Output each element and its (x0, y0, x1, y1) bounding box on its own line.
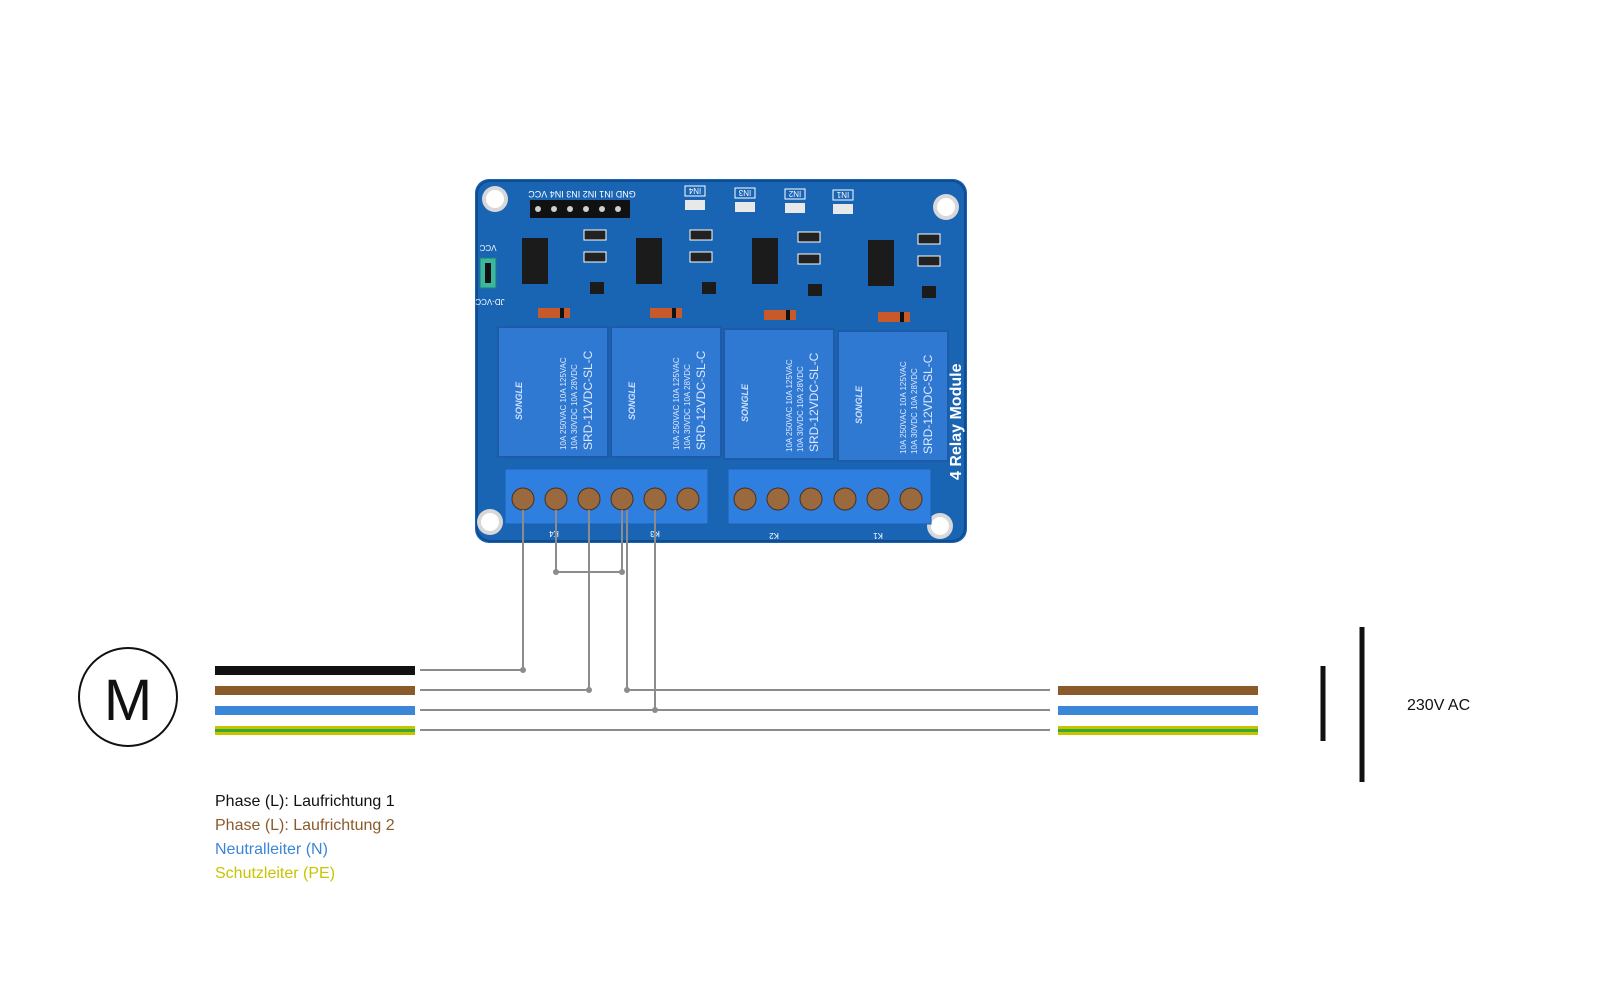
relay-2-brand: SONGLE (627, 381, 637, 420)
wire-legend: Phase (L): Laufrichtung 1 Phase (L): Lau… (215, 790, 395, 886)
terminal-label-k1: K1 (873, 531, 883, 540)
relay-1-rating-1: 10A 250VAC 10A 125VAC (559, 357, 568, 450)
module-title: 4 Relay Module (948, 363, 965, 480)
relay-3-rating-2: 10A 30VDC 10A 28VDC (796, 366, 805, 452)
relay-1: SONGLE SRD-12VDC-SL-C 10A 250VAC 10A 125… (497, 326, 609, 458)
relay-1-model: SRD-12VDC-SL-C (581, 350, 595, 450)
legend-item-phase-2: Phase (L): Laufrichtung 2 (215, 817, 395, 834)
led-label-in4: IN4 (688, 186, 701, 195)
relay-3-brand: SONGLE (740, 383, 750, 422)
smd-resistors (583, 229, 941, 267)
terminal-block-left (504, 468, 709, 525)
motor-label: M (103, 667, 153, 733)
led-label-in3: IN3 (738, 188, 751, 197)
wire-blue-motor (215, 706, 415, 715)
terminal-block-right (727, 468, 932, 525)
relay-module: GND IN1 IN2 IN3 IN4 VCC IN4 IN3 IN2 IN1 … (475, 179, 967, 543)
relay-2-rating-2: 10A 30VDC 10A 28VDC (683, 364, 692, 450)
header-pin-labels: GND IN1 IN2 IN3 IN4 VCC (528, 189, 636, 199)
supply-cable (1058, 686, 1258, 735)
terminal-label-k4: K4 (549, 529, 559, 538)
relay-3-rating-1: 10A 250VAC 10A 125VAC (785, 359, 794, 452)
wire-brown-supply (1058, 686, 1258, 695)
mounting-holes (477, 186, 959, 539)
jumper-label-vcc: VCC (479, 243, 496, 252)
wire-black-motor (215, 666, 415, 675)
relay-4-rating-1: 10A 250VAC 10A 125VAC (899, 361, 908, 454)
relay-4-model: SRD-12VDC-SL-C (921, 354, 935, 454)
relay-2: SONGLE SRD-12VDC-SL-C 10A 250VAC 10A 125… (610, 326, 722, 458)
relay-4: SONGLE SRD-12VDC-SL-C 10A 250VAC 10A 125… (837, 330, 949, 462)
relay-2-rating-1: 10A 250VAC 10A 125VAC (672, 357, 681, 450)
relay-1-rating-2: 10A 30VDC 10A 28VDC (570, 364, 579, 450)
relay-1-brand: SONGLE (514, 381, 524, 420)
led-label-in2: IN2 (788, 189, 801, 198)
terminal-label-k2: K2 (769, 531, 779, 540)
transistors (590, 282, 936, 298)
relay-4-brand: SONGLE (854, 385, 864, 424)
relay-2-model: SRD-12VDC-SL-C (694, 350, 708, 450)
optocouplers (522, 238, 894, 286)
motor-symbol (78, 647, 178, 747)
led-label-in1: IN1 (836, 190, 849, 199)
relay-3: SONGLE SRD-12VDC-SL-C 10A 250VAC 10A 125… (723, 328, 835, 460)
wire-brown-motor (215, 686, 415, 695)
status-leds: IN4 IN3 IN2 IN1 (684, 185, 854, 214)
motor-cable (215, 666, 415, 735)
relay-4-rating-2: 10A 30VDC 10A 28VDC (910, 368, 919, 454)
vcc-jumper: VCC JD-VCC (475, 243, 505, 306)
relay-3-model: SRD-12VDC-SL-C (807, 352, 821, 452)
legend-item-phase-1: Phase (L): Laufrichtung 1 (215, 793, 395, 810)
jumper-label-jd-vcc: JD-VCC (475, 297, 505, 306)
power-source-label: 230V AC (1407, 697, 1471, 714)
junction-dots (520, 569, 658, 713)
header-pins (530, 200, 630, 218)
legend-item-neutral: Neutralleiter (N) (215, 841, 328, 858)
wire-blue-supply (1058, 706, 1258, 715)
power-source-symbol (1320, 627, 1365, 782)
diodes (538, 308, 910, 322)
legend-item-earth: Schutzleiter (PE) (215, 865, 336, 882)
